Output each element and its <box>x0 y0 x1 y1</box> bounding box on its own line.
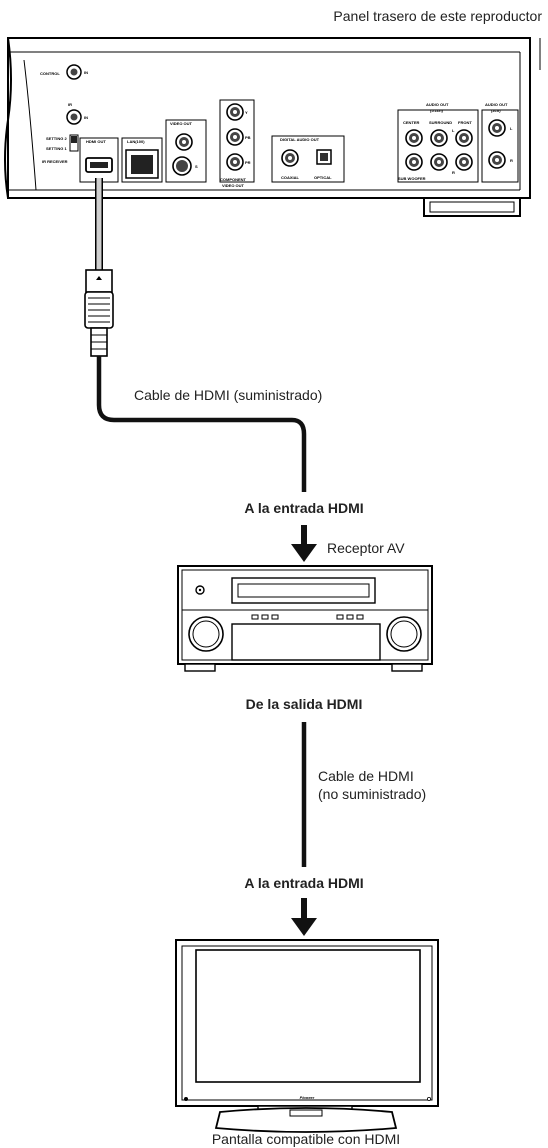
pb-label: PB <box>245 135 251 140</box>
hdmi-plug-head <box>85 269 113 293</box>
supplied-hdmi-cable <box>84 178 307 492</box>
audio-out-2ch-label: AUDIO OUT <box>485 102 508 107</box>
coaxial-jack <box>281 149 299 167</box>
hdmi-display: Pioneer <box>175 939 439 1133</box>
audio-out-51-label: AUDIO OUT <box>426 102 449 107</box>
video-out-jack <box>175 133 193 151</box>
r-2ch-label: R <box>510 158 513 163</box>
supplied-cable-line <box>96 356 307 492</box>
audio-out-51-sub-label: (5.1ch) <box>430 108 444 113</box>
surround-r-jack <box>430 153 448 171</box>
coaxial-label: COAXIAL <box>281 175 300 180</box>
ir-label: IR <box>68 102 72 107</box>
control-label: CONTROL <box>40 71 60 76</box>
center-jack <box>405 129 423 147</box>
not-supplied-cable-caption-line2: (no suministrado) <box>318 786 426 802</box>
to-hdmi-input-2-label: A la entrada HDMI <box>244 875 363 891</box>
ir-receiver-label: IR RECEIVER <box>42 159 68 164</box>
front-r-jack <box>455 153 473 171</box>
player-rear-panel: CONTROL IN IR IN SETTING 2 SETTING 1 IR … <box>4 37 541 217</box>
hdmi-display-caption: Pantalla compatible con HDMI <box>212 1131 400 1147</box>
receiver-display <box>231 577 376 604</box>
tv-power-icon <box>184 1097 188 1101</box>
tv-screen <box>195 949 421 1083</box>
control-in-label: IN <box>84 70 88 75</box>
video-out-label: VIDEO OUT <box>170 121 193 126</box>
component-label: COMPONENT <box>220 177 247 182</box>
center-label: CENTER <box>403 120 420 125</box>
arrow-down-2-icon <box>291 898 317 936</box>
supplied-cable-caption: Cable de HDMI (suministrado) <box>134 387 322 403</box>
digital-audio-out-label: DIGITAL AUDIO OUT <box>280 137 320 142</box>
ir-in-label: IN <box>84 115 88 120</box>
hdmi-out-label: HDMI OUT <box>86 139 106 144</box>
front-l-jack <box>455 129 473 147</box>
not-supplied-cable-caption-line1: Cable de HDMI <box>318 768 414 784</box>
setting1-label: SETTING 1 <box>46 146 67 151</box>
audio-2ch-l-jack <box>488 119 506 137</box>
tv-brand-logo: Pioneer <box>300 1095 315 1100</box>
av-receiver <box>177 565 433 672</box>
from-hdmi-output-label: De la salida HDMI <box>246 696 363 712</box>
y-label: Y <box>245 110 248 115</box>
surround-label: SURROUND <box>429 120 452 125</box>
lan-label: LAN(100) <box>127 139 145 144</box>
volume-knob-left-icon <box>188 616 224 652</box>
receiver-front-door <box>231 623 381 661</box>
pr-label: PR <box>245 160 251 165</box>
component-pr-jack <box>226 153 244 171</box>
front-label: FRONT <box>458 120 472 125</box>
volume-knob-right-icon <box>386 616 422 652</box>
rear-panel-caption: Panel trasero de este reproductor <box>333 8 542 24</box>
sub-woofer-label: SUB WOOFER <box>398 176 426 181</box>
audio-2ch-r-jack <box>488 151 506 169</box>
to-hdmi-input-1-label: A la entrada HDMI <box>244 500 363 516</box>
setting2-label: SETTING 2 <box>46 136 67 141</box>
audio-out-2ch-sub-label: (2ch) <box>491 108 501 113</box>
s-label: S <box>195 164 198 169</box>
l-51-label: L <box>452 128 455 133</box>
component-video-out-label: VIDEO OUT <box>222 183 245 188</box>
component-pb-jack <box>226 128 244 146</box>
r-51-label: R <box>452 170 455 175</box>
surround-l-jack <box>430 129 448 147</box>
component-y-jack <box>226 103 244 121</box>
l-2ch-label: L <box>510 126 513 131</box>
subwoofer-jack <box>405 153 423 171</box>
arrow-down-1-icon <box>291 525 317 562</box>
tv-stand-base <box>214 1107 398 1133</box>
av-receiver-caption: Receptor AV <box>327 540 405 556</box>
optical-label: OPTICAL <box>314 175 332 180</box>
